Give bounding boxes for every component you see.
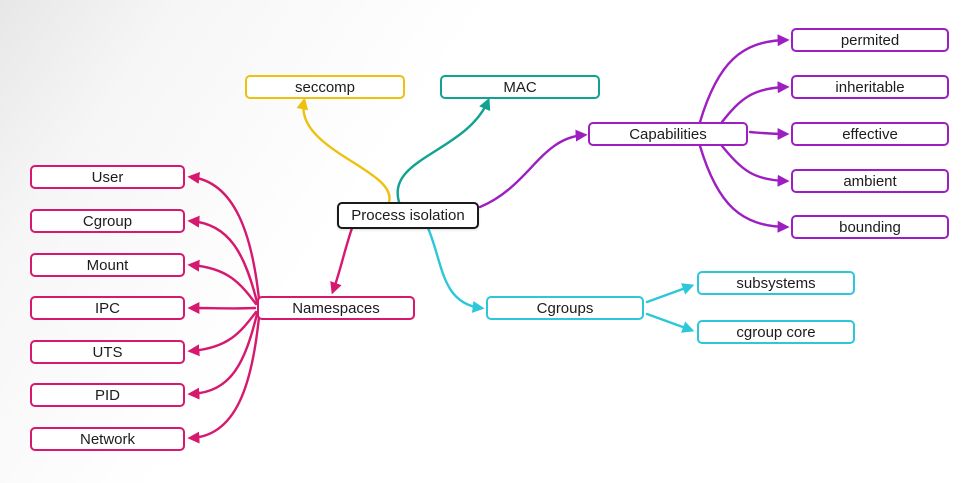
node-ambient[interactable]: ambient [791,169,949,193]
node-capabilities[interactable]: Capabilities [588,122,748,146]
edge-namespaces-uts [187,310,258,357]
edge-capabilities-ambient [720,144,790,187]
edge-cgroups-subsystems [645,283,695,304]
node-mount[interactable]: Mount [30,253,185,277]
node-cgroups[interactable]: Cgroups [486,296,644,320]
edge-root-capabilities [478,129,588,209]
node-user[interactable]: User [30,165,185,189]
node-uts[interactable]: UTS [30,340,185,364]
edge-root-namespaces [330,226,354,295]
edge-capabilities-permited [698,34,790,124]
node-mac[interactable]: MAC [440,75,600,99]
edge-root-cgroups [426,226,485,313]
edge-namespaces-mount [187,259,258,306]
edge-namespaces-user [187,171,261,301]
node-process-isolation[interactable]: Process isolation [337,202,479,229]
node-pid[interactable]: PID [30,383,185,407]
node-ipc[interactable]: IPC [30,296,185,320]
edge-root-seccomp [296,97,391,204]
node-cgroup-core[interactable]: cgroup core [697,320,855,344]
edge-namespaces-network [187,315,261,444]
edge-capabilities-inheritable [720,81,790,124]
edge-cgroups-cgroup-core [645,312,695,333]
node-subsystems[interactable]: subsystems [697,271,855,295]
edge-namespaces-pid [187,312,259,400]
edge-capabilities-effective [748,127,790,140]
node-cgroup[interactable]: Cgroup [30,209,185,233]
edge-namespaces-cgroup [187,215,259,304]
node-namespaces[interactable]: Namespaces [257,296,415,320]
node-effective[interactable]: effective [791,122,949,146]
node-seccomp[interactable]: seccomp [245,75,405,99]
node-network[interactable]: Network [30,427,185,451]
node-bounding[interactable]: bounding [791,215,949,239]
edge-capabilities-bounding [698,144,790,233]
node-permited[interactable]: permited [791,28,949,52]
edge-root-mac [396,97,491,204]
node-inheritable[interactable]: inheritable [791,75,949,99]
